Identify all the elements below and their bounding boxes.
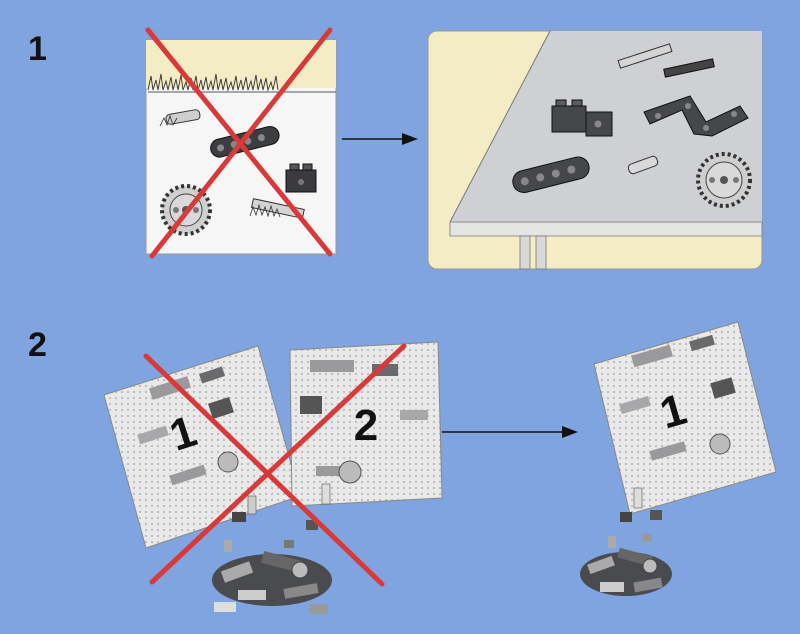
pile-of-pieces-icon bbox=[580, 547, 672, 596]
brick-icon bbox=[551, 99, 613, 137]
arrow-right-icon bbox=[342, 133, 418, 145]
angled-beam-icon bbox=[643, 95, 749, 137]
brick-icon bbox=[285, 163, 317, 193]
prohibited-cross-icon bbox=[143, 343, 407, 587]
step-number-2: 2 bbox=[28, 326, 47, 364]
bag-number: 2 bbox=[354, 401, 378, 450]
beam-icon bbox=[512, 156, 590, 194]
falling-pieces-icon bbox=[224, 483, 331, 552]
bags-wrong-both-open: 1 2 bbox=[103, 341, 443, 614]
bag-icon: 1 bbox=[103, 345, 301, 549]
bag-icon: 2 bbox=[289, 341, 443, 507]
pile-of-pieces-icon bbox=[212, 551, 332, 614]
axle-icon bbox=[617, 43, 715, 78]
arrow-right-icon bbox=[442, 426, 578, 438]
panel-correct-table bbox=[427, 30, 763, 270]
step-number-1: 1 bbox=[28, 30, 47, 68]
falling-pieces-icon bbox=[608, 487, 662, 548]
prohibited-cross-icon bbox=[145, 27, 333, 259]
axle-pin-icon bbox=[159, 109, 201, 127]
bag-icon: 1 bbox=[593, 321, 777, 515]
bag-correct-single: 1 bbox=[580, 321, 777, 596]
panel-wrong-surface bbox=[145, 27, 337, 259]
pin-icon bbox=[627, 155, 659, 175]
grass-icon bbox=[147, 73, 336, 93]
gear-icon bbox=[696, 152, 752, 208]
axle-icon bbox=[249, 198, 305, 219]
